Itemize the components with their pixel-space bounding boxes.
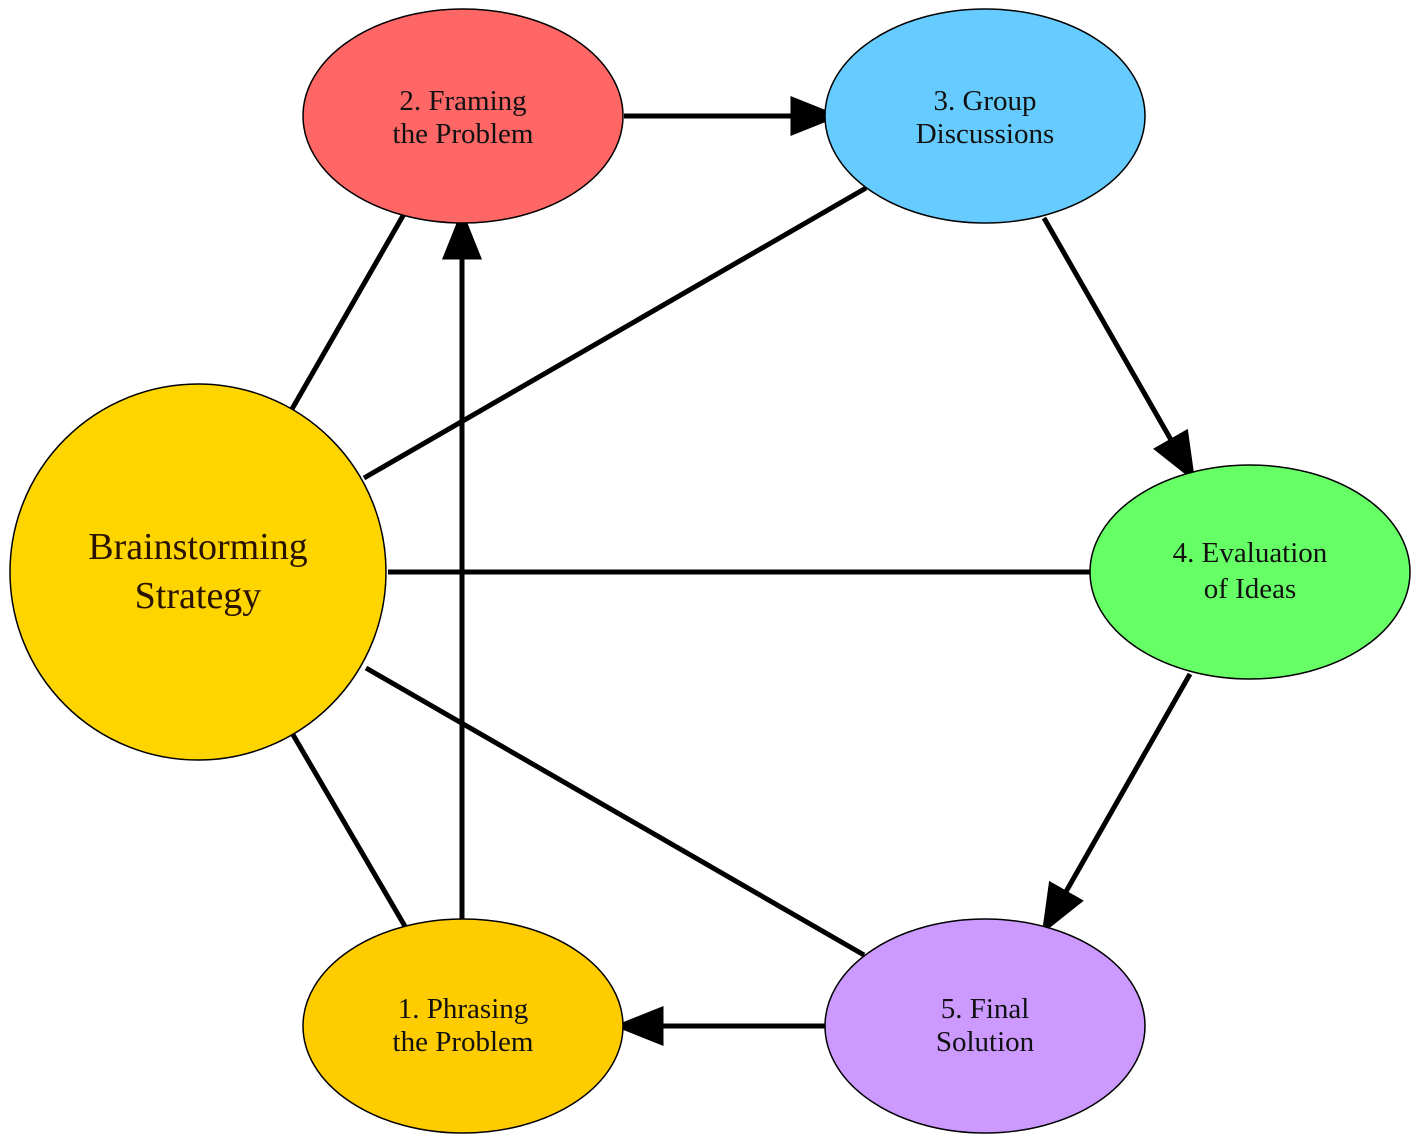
evaluation-ellipse	[1089, 464, 1411, 680]
final-solution-label-line2: Solution	[936, 1026, 1035, 1058]
node-framing-the-problem: 2. Framing the Problem	[302, 8, 624, 224]
phrasing-ellipse	[302, 918, 624, 1134]
edge-center-to-final-solution	[364, 665, 866, 958]
node-phrasing-the-problem: 1. Phrasing the Problem	[302, 918, 624, 1134]
phrasing-label-line2: the Problem	[393, 1026, 534, 1058]
center-circle	[9, 383, 387, 761]
node-final-solution: 5. Final Solution	[824, 918, 1146, 1134]
framing-label-line2: the Problem	[393, 118, 534, 150]
edge-center-to-framing	[289, 212, 407, 411]
node-brainstorming-strategy: Brainstorming Strategy	[9, 383, 387, 761]
node-evaluation-of-ideas: 4. Evaluation of Ideas	[1089, 464, 1411, 680]
final-solution-label-line1: 5. Final	[941, 993, 1030, 1025]
group-discussions-ellipse	[824, 8, 1146, 224]
phrasing-label-line1: 1. Phrasing	[398, 993, 529, 1025]
framing-ellipse	[302, 8, 624, 224]
edges-layer	[289, 96, 1197, 1046]
center-label-line2: Strategy	[135, 575, 262, 617]
final-solution-ellipse	[824, 918, 1146, 1134]
arrow-evaluation-to-final-solution	[1040, 672, 1193, 935]
framing-label-line1: 2. Framing	[399, 85, 526, 117]
evaluation-label-line2: of Ideas	[1204, 573, 1297, 605]
center-label-line1: Brainstorming	[88, 526, 308, 568]
edge-center-to-group-discussions	[362, 185, 868, 481]
edge-center-to-phrasing	[289, 731, 409, 930]
node-group-discussions: 3. Group Discussions	[824, 8, 1146, 224]
group-discussions-label-line1: 3. Group	[933, 85, 1036, 117]
arrow-group-discussions-to-evaluation	[1041, 216, 1197, 483]
evaluation-label-line1: 4. Evaluation	[1173, 537, 1328, 569]
group-discussions-label-line2: Discussions	[916, 118, 1055, 150]
